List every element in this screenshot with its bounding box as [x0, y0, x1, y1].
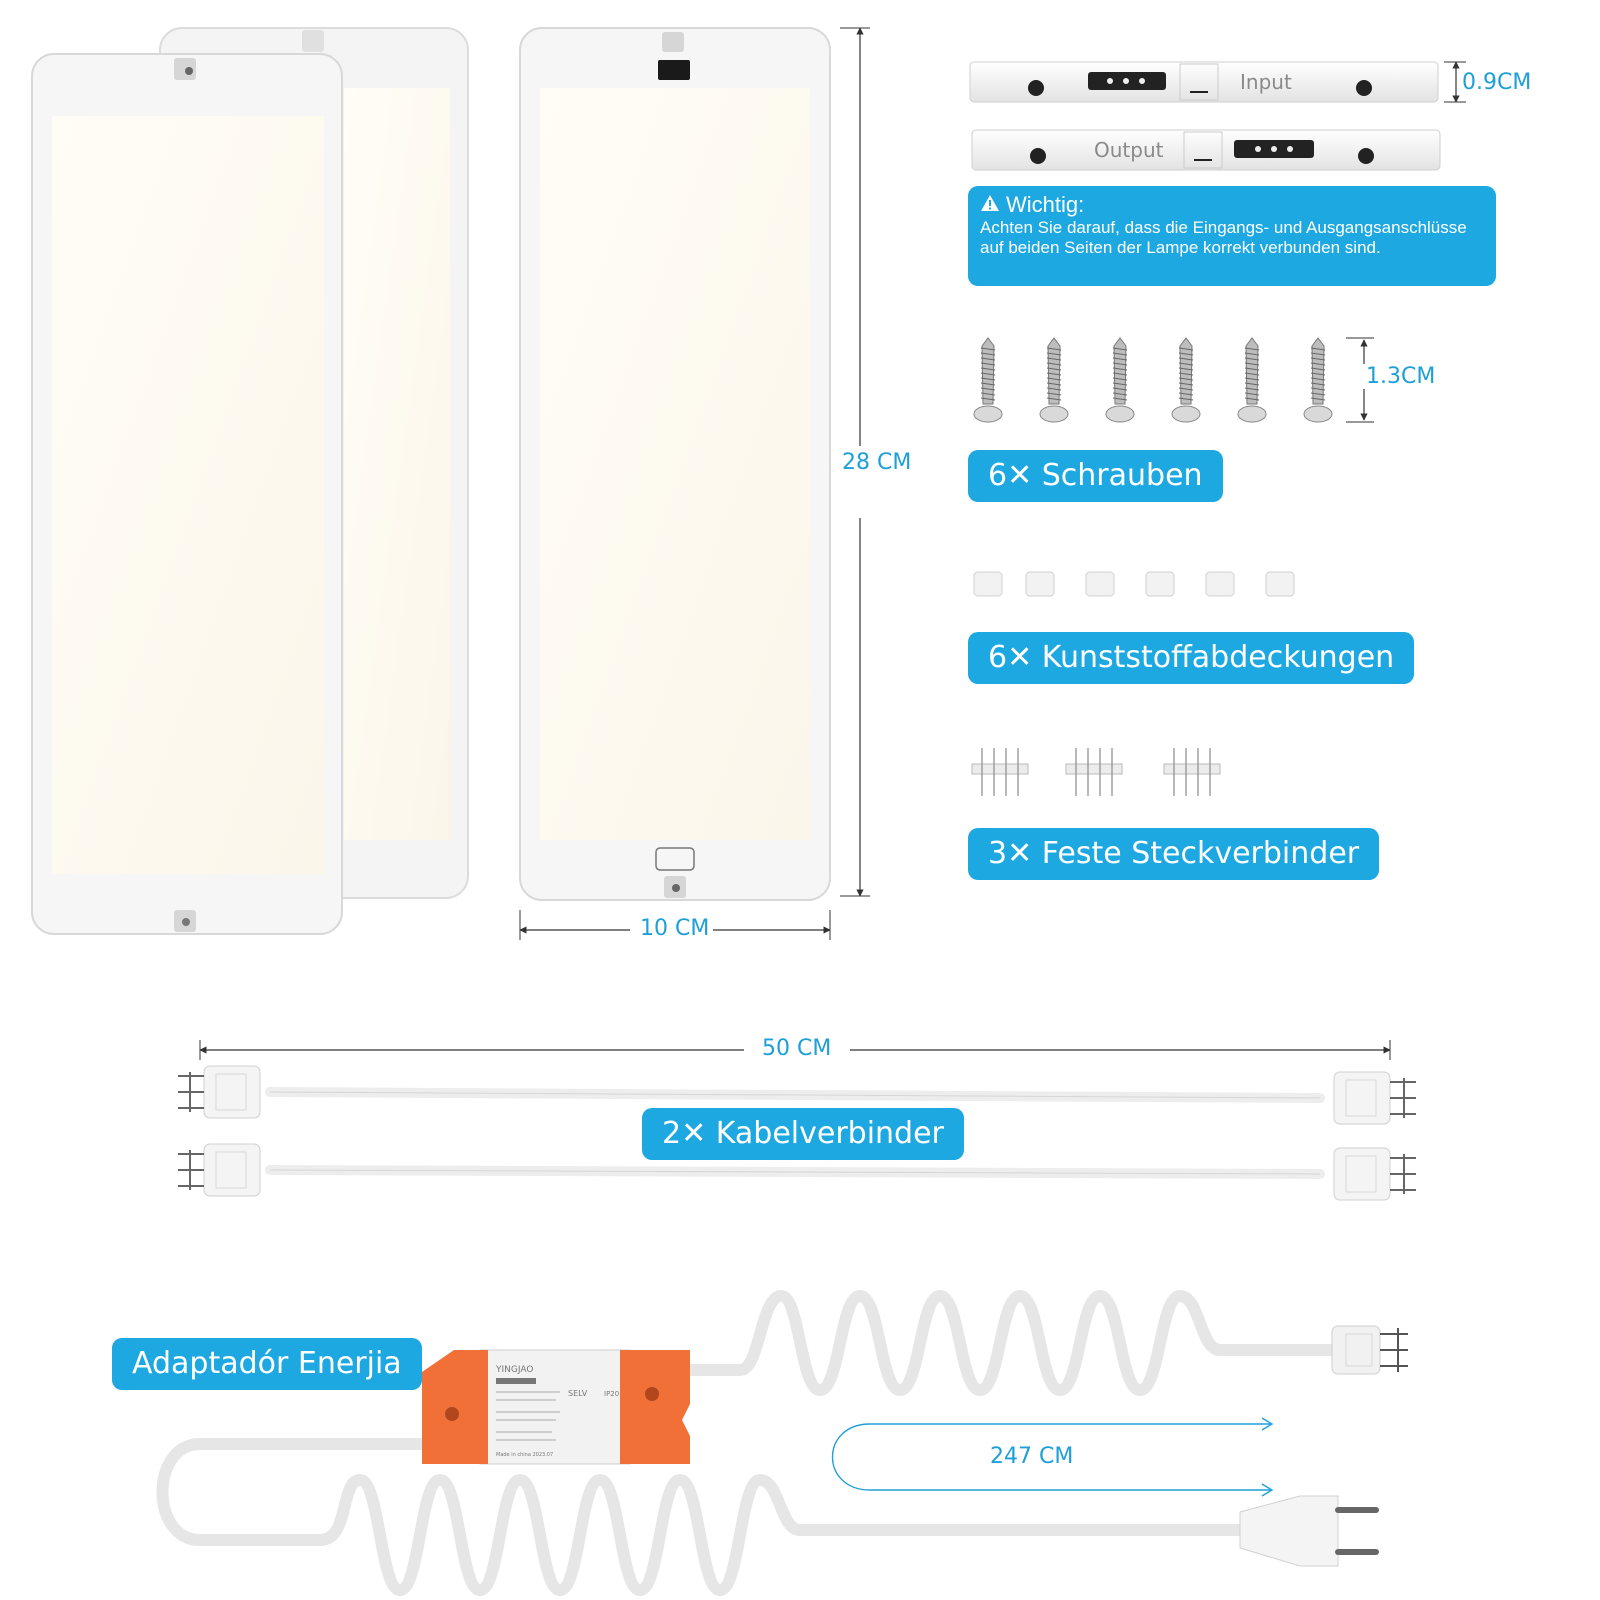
- power-cable: [156, 1289, 1338, 1597]
- screw: [1303, 337, 1333, 423]
- power-cable-length-bracket: [832, 1417, 1274, 1497]
- input-port-closeup: [969, 61, 1439, 103]
- plastic-cover: [1025, 571, 1055, 597]
- height-dimension-line: [840, 27, 870, 897]
- cable-connector-1: [265, 1087, 1325, 1103]
- adapter-brand-text: YINGJAO: [495, 1365, 533, 1375]
- eu-plug: [1239, 1495, 1379, 1567]
- screw: [1105, 337, 1135, 423]
- width-dimension-line: [519, 910, 831, 940]
- cable-plug: [178, 1143, 261, 1197]
- warning-box: Wichtig: Achten Sie darauf, dass die Ein…: [968, 186, 1496, 286]
- adapter-ip-text: IP20: [604, 1390, 619, 1398]
- thickness-dimension-line: [1444, 61, 1466, 103]
- output-port-label: Output: [1094, 138, 1164, 162]
- fixed-connectors-group: [971, 748, 1221, 796]
- warning-triangle-icon: [980, 192, 1000, 218]
- covers-badge: 6✕ Kunststoffabdeckungen: [968, 632, 1415, 684]
- cables-badge: 2✕ Kabelverbinder: [642, 1108, 964, 1160]
- cable-plug: [1333, 1071, 1416, 1125]
- screw: [973, 337, 1003, 423]
- screw: [1237, 337, 1267, 423]
- warning-body: Achten Sie darauf, dass die Eingangs- un…: [980, 218, 1467, 257]
- fixed-pin-connector: [971, 748, 1029, 796]
- plastic-cover: [1265, 571, 1295, 597]
- screws-badge: 6✕ Schrauben: [968, 450, 1223, 502]
- plastic-covers-group: [973, 571, 1295, 597]
- cable-connector-2: [265, 1165, 1325, 1179]
- plastic-cover: [1205, 571, 1235, 597]
- adapter-selv-text: SELV: [568, 1389, 588, 1398]
- adapter-made-in-text: Made in china 2023.07: [496, 1452, 553, 1458]
- fixed-pin-connector: [1065, 748, 1123, 796]
- cable-length-label: 50 CM: [758, 1036, 836, 1061]
- plastic-cover: [1085, 571, 1115, 597]
- screw-length-label: 1.3CM: [1362, 364, 1440, 389]
- output-port-closeup: [971, 129, 1441, 171]
- cable-length-dimension-line: [199, 1040, 1391, 1060]
- cable-plug: [1333, 1147, 1416, 1201]
- screw: [1039, 337, 1069, 423]
- panel-front-right: [519, 27, 831, 901]
- width-label: 10 CM: [636, 916, 714, 941]
- connectors-badge: 3✕ Feste Steckverbinder: [968, 828, 1380, 880]
- input-port-label: Input: [1240, 70, 1292, 94]
- panel-front-left: [31, 53, 343, 935]
- plastic-cover: [1145, 571, 1175, 597]
- fixed-pin-connector: [1163, 748, 1221, 796]
- adapter-plug-connector: [1331, 1325, 1408, 1375]
- power-adapter-box: [422, 1349, 690, 1465]
- power-cable-length-label: 247 CM: [986, 1444, 1078, 1469]
- thickness-label: 0.9CM: [1458, 70, 1536, 95]
- adapter-badge: Adaptadór Enerjia: [112, 1338, 422, 1390]
- screws-group: [973, 337, 1333, 423]
- plastic-cover: [973, 571, 1003, 597]
- warning-title: Wichtig:: [1006, 192, 1085, 217]
- height-label: 28 CM: [838, 450, 916, 475]
- screw: [1171, 337, 1201, 423]
- cable-plug: [178, 1065, 261, 1119]
